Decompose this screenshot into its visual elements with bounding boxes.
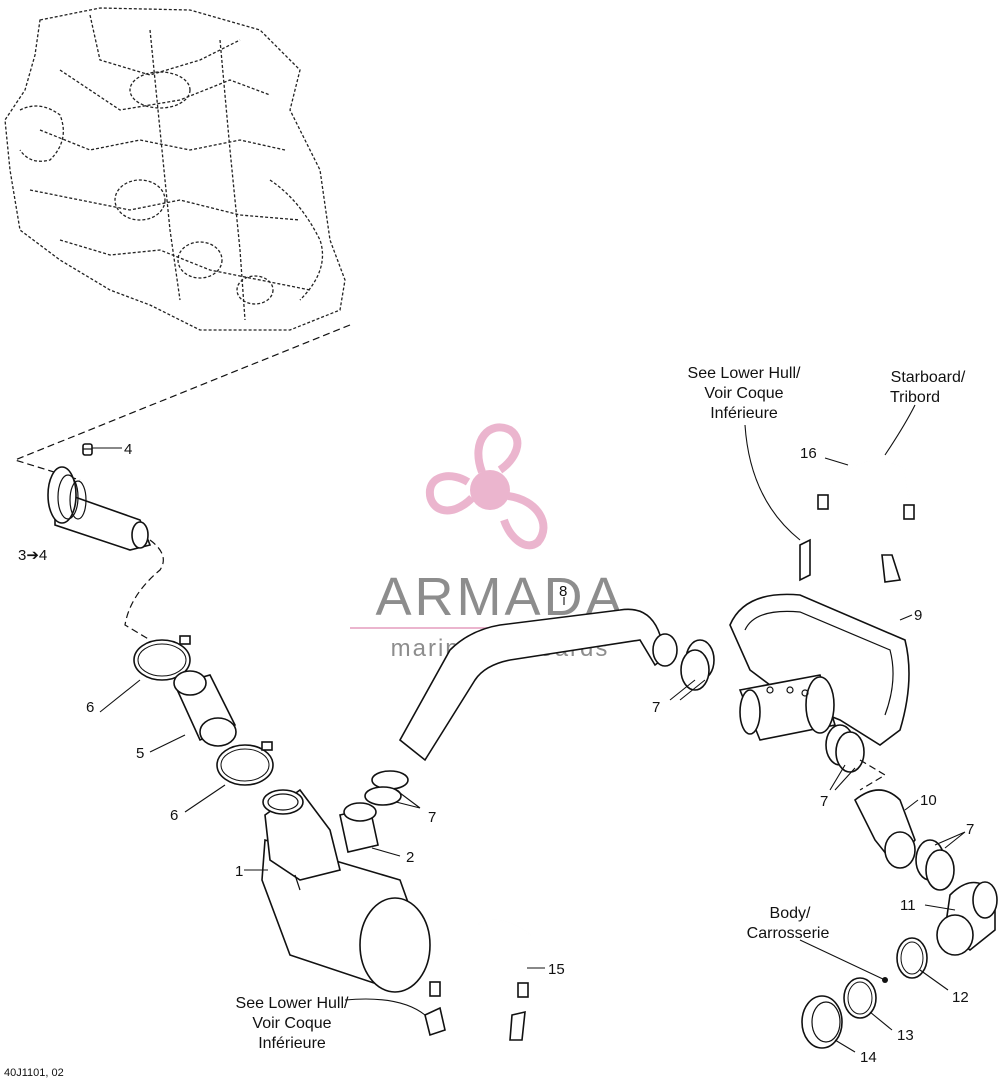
note-line: Voir Coque — [704, 385, 783, 402]
note-line: Inférieure — [258, 1035, 326, 1052]
callout-8: 8 — [559, 583, 567, 600]
callout-7-middle: 7 — [428, 809, 436, 826]
callout-12: 12 — [952, 989, 969, 1006]
callout-9: 9 — [914, 607, 922, 624]
callout-13: 13 — [897, 1027, 914, 1044]
callout-16: 16 — [800, 445, 817, 462]
note-line: See Lower Hull/ — [688, 365, 802, 382]
callout-numbers: 1 2 3➔4 4 5 6 6 7 7 7 7 8 9 10 11 12 13 … — [18, 441, 974, 1066]
note-starboard: Starboard/ Tribord — [890, 369, 966, 406]
part-7-clamps-bottom — [915, 839, 955, 891]
part-15-strap — [424, 919, 532, 1041]
note-line: Inférieure — [710, 405, 778, 422]
note-line: See Lower Hull/ — [236, 995, 350, 1012]
note-line: Body/ — [770, 905, 811, 922]
callout-7-lower: 7 — [820, 793, 828, 810]
part-7-clamps-middle — [364, 770, 409, 806]
part-14-nut — [801, 995, 843, 1049]
part-5-sleeve — [173, 670, 237, 747]
part-9-connection-line — [859, 759, 887, 791]
leader-lines — [92, 404, 966, 1053]
callout-3: 3➔4 — [18, 547, 47, 564]
callout-6-upper: 6 — [86, 699, 94, 716]
part-12-gasket — [896, 937, 928, 979]
callout-15: 15 — [548, 961, 565, 978]
part-13-ring — [843, 977, 877, 1019]
note-line: Carrosserie — [747, 925, 830, 942]
callout-7-upper: 7 — [652, 699, 660, 716]
part-16-strap — [799, 460, 915, 583]
engine-connection-line — [13, 324, 351, 481]
part-2-outlet — [339, 802, 379, 853]
note-line: Starboard/ — [891, 369, 966, 386]
callout-10: 10 — [920, 792, 937, 809]
callout-1: 1 — [235, 863, 243, 880]
callout-7-right: 7 — [966, 821, 974, 838]
note-lower-hull-bottom: See Lower Hull/ Voir Coque Inférieure — [236, 995, 350, 1052]
callout-4: 4 — [124, 441, 132, 458]
drawing-code: 40J1101, 02 — [4, 1067, 64, 1079]
part-3-inlet-pipe — [47, 466, 152, 551]
callout-6-lower: 6 — [170, 807, 178, 824]
part-10-elbow — [853, 789, 916, 869]
note-lower-hull-top: See Lower Hull/ Voir Coque Inférieure — [688, 365, 802, 422]
part-7-clamps-lower — [825, 724, 865, 773]
part-11-outlet-elbow — [936, 881, 998, 956]
part-3-connection-line — [124, 539, 164, 641]
part-9-resonator — [729, 593, 910, 746]
part-1-muffler — [261, 788, 431, 993]
part-8-exhaust-hose — [398, 608, 678, 762]
part-6-clamp-lower — [216, 741, 274, 786]
callout-11: 11 — [900, 897, 916, 914]
callout-2: 2 — [406, 849, 414, 866]
part-4-fitting — [82, 443, 93, 456]
note-line: Tribord — [890, 389, 940, 406]
part-6-clamp-upper — [133, 635, 191, 681]
part-7-clamps-upper — [680, 639, 715, 691]
callout-14: 14 — [860, 1049, 877, 1066]
note-line: Voir Coque — [252, 1015, 331, 1032]
propeller-logo — [425, 423, 548, 550]
callout-5: 5 — [136, 745, 144, 762]
note-body: Body/ Carrosserie — [747, 905, 830, 942]
engine-phantom-outline — [4, 7, 346, 331]
